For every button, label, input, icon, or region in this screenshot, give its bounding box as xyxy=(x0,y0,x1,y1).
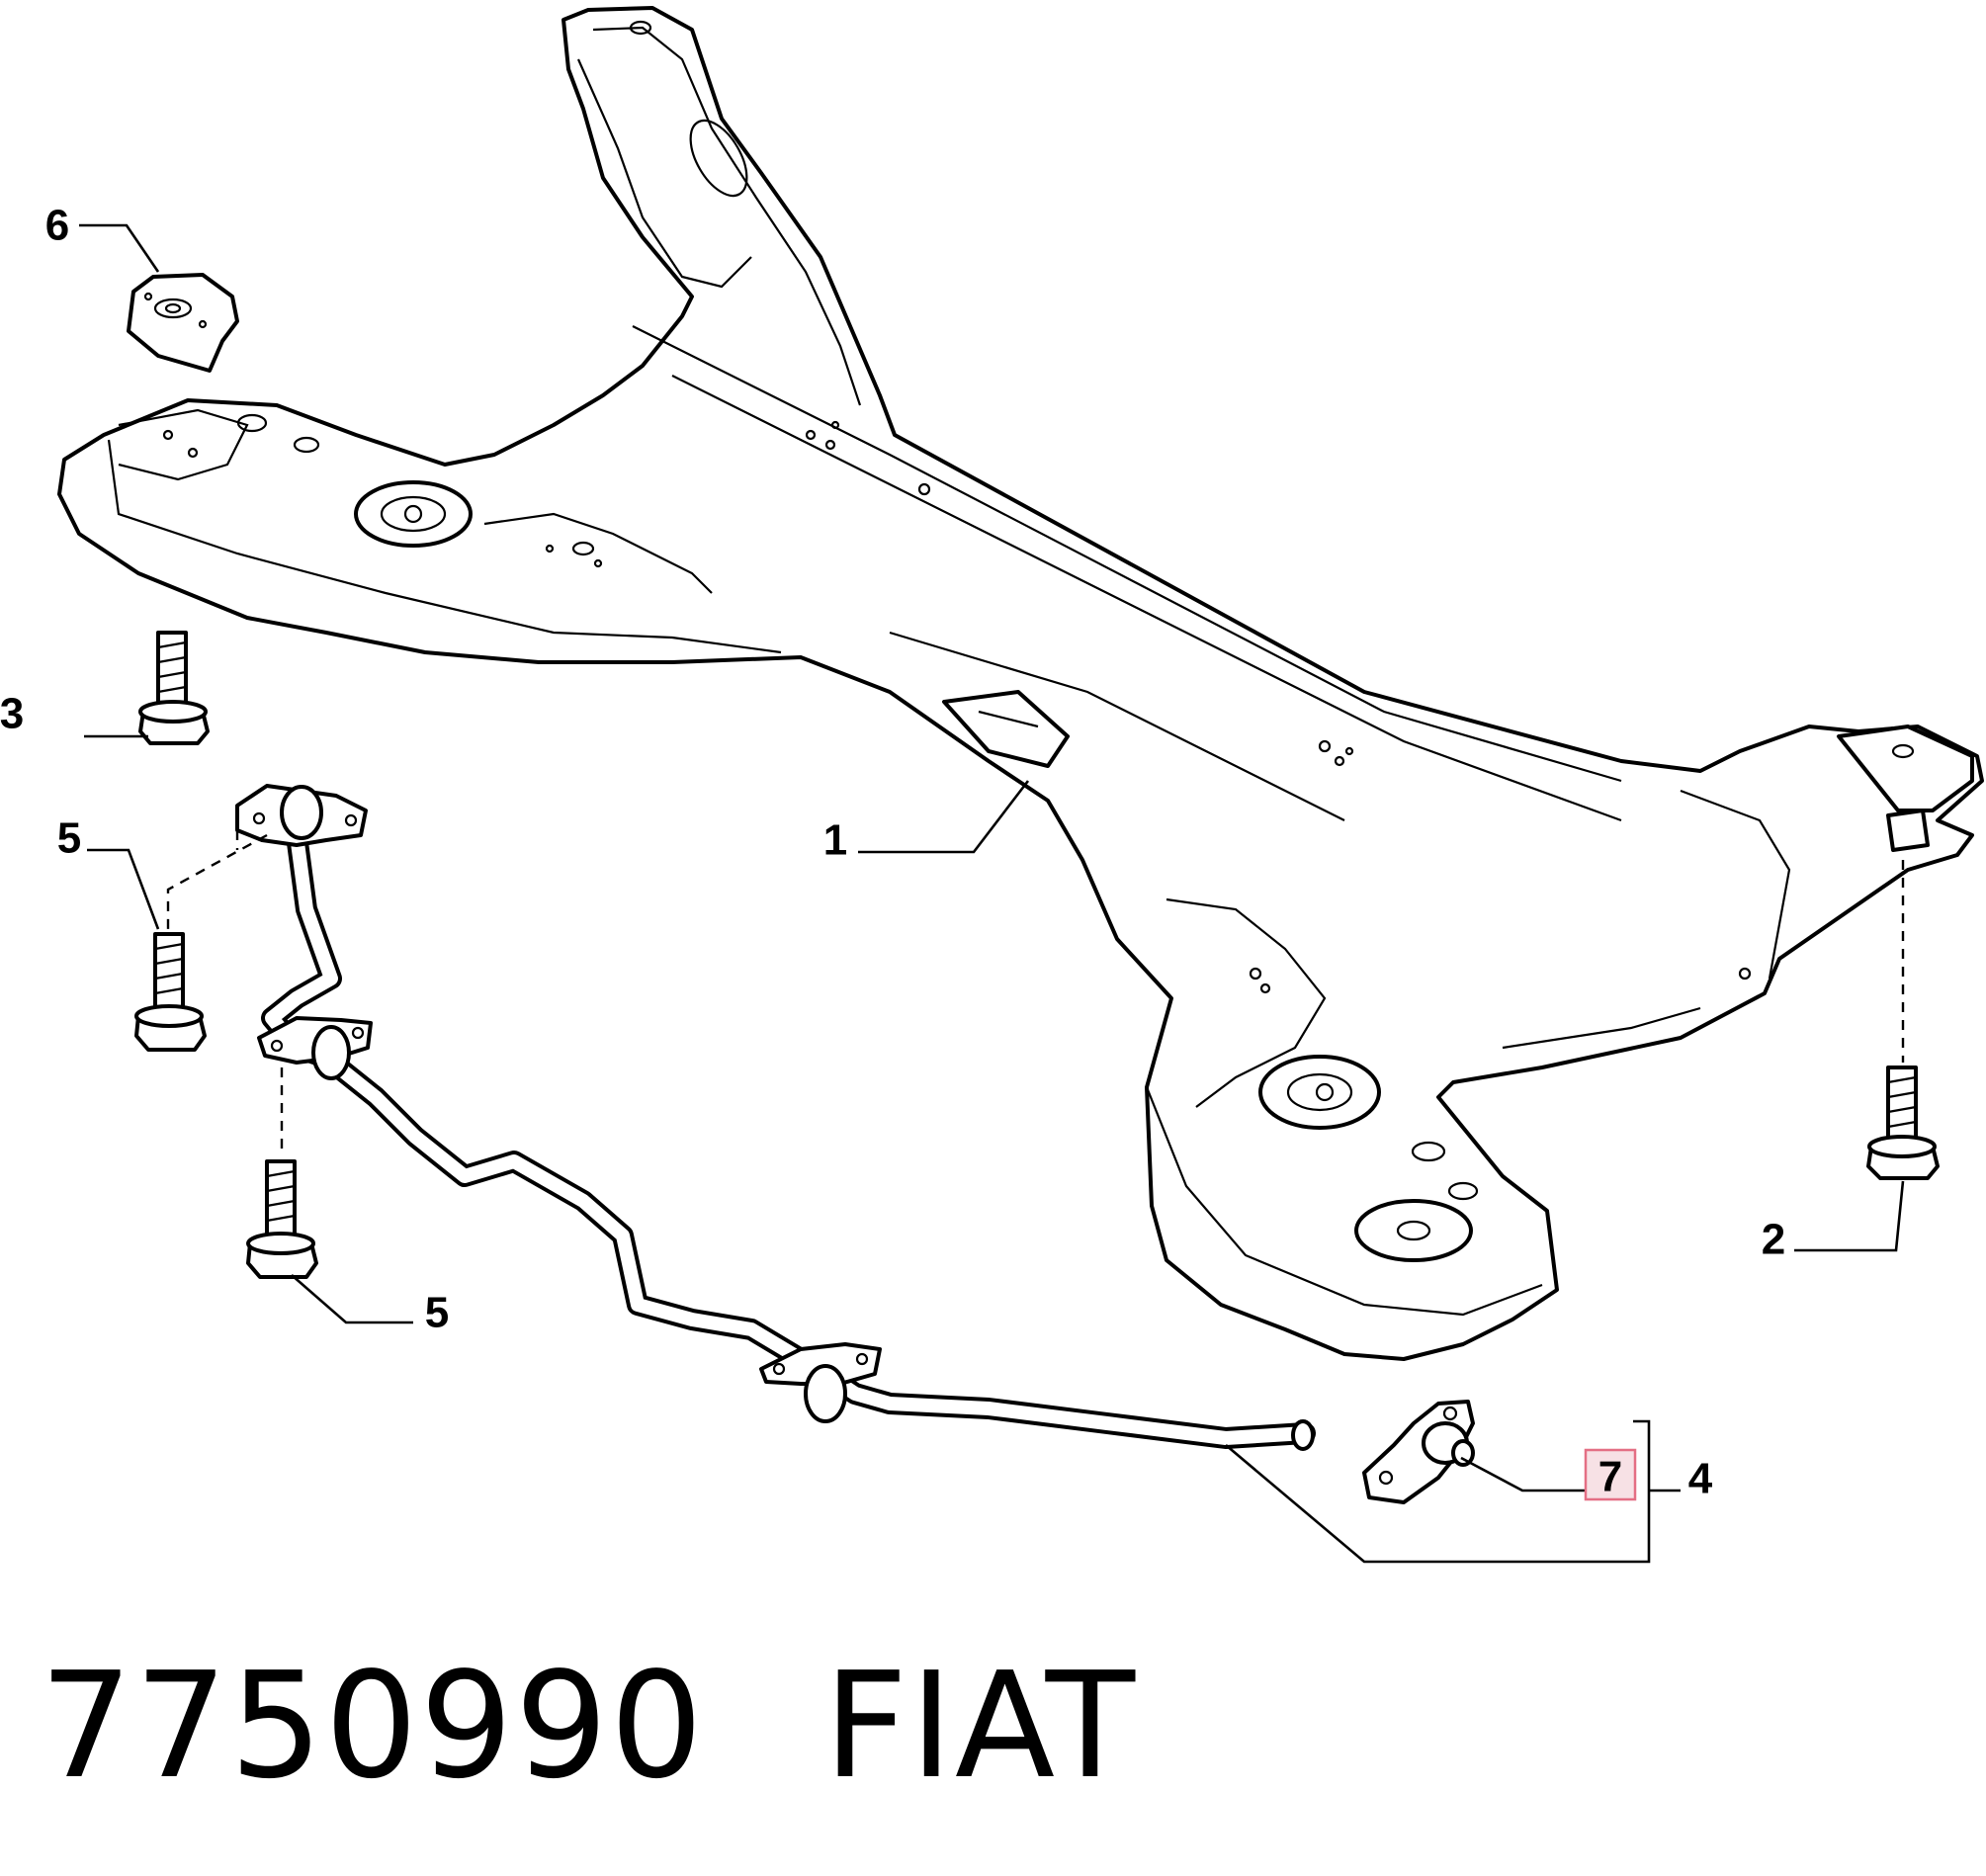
leader-6 xyxy=(79,223,160,273)
callout-7-highlight xyxy=(1584,1448,1637,1501)
callout-5-upper: 5 xyxy=(57,814,81,863)
mount-plate xyxy=(127,273,239,373)
subframe xyxy=(57,6,1984,1361)
callout-4: 4 xyxy=(1688,1455,1713,1503)
part-caption: 7750990 FIAT xyxy=(40,1641,1137,1811)
bolt-2 xyxy=(1866,1066,1940,1180)
bolt-5-lower xyxy=(246,1159,318,1279)
callout-6: 6 xyxy=(45,202,69,250)
leader-5-upper xyxy=(87,848,160,930)
callout-5-lower: 5 xyxy=(425,1289,449,1337)
leader-5-lower xyxy=(291,1274,413,1324)
part-number: 7750990 xyxy=(40,1641,706,1811)
leader-7 xyxy=(1460,1456,1590,1492)
bolt-5-upper xyxy=(134,932,207,1052)
leader-2 xyxy=(1794,1180,1905,1252)
callout-7: 7 xyxy=(1598,1453,1622,1501)
stabilizer-bar xyxy=(235,784,1316,1451)
bushing-bracket xyxy=(1362,1400,1475,1504)
alignment-line-5-upper xyxy=(166,833,268,929)
callout-1: 1 xyxy=(823,816,847,865)
callout-2: 2 xyxy=(1762,1216,1785,1264)
bolt-3 xyxy=(138,631,210,745)
callout-3: 3 xyxy=(0,690,24,738)
leader-1 xyxy=(858,780,1030,854)
brand-name: FIAT xyxy=(823,1641,1138,1811)
leader-4-bracket xyxy=(1225,1419,1651,1564)
